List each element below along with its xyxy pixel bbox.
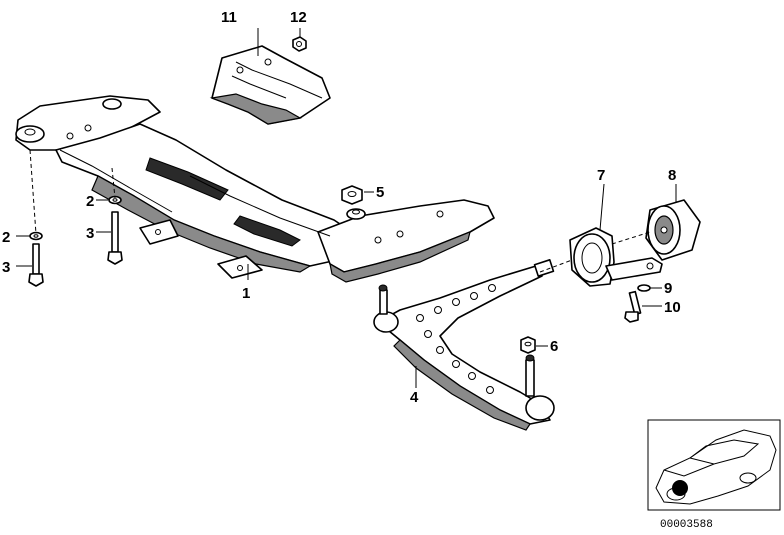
callout-8: 8 <box>668 167 676 184</box>
callout-1: 1 <box>242 285 250 302</box>
part-3-bolt-left <box>28 243 44 287</box>
callout-7: 7 <box>597 167 605 184</box>
assembly-line-bushing <box>611 231 651 245</box>
reference-number: 00003588 <box>660 519 713 531</box>
callout-3-center: 3 <box>86 225 94 242</box>
part-8-bushing <box>645 199 701 261</box>
location-marker <box>672 480 688 496</box>
leader-lines <box>16 28 677 388</box>
part-2-washer-left <box>29 231 43 241</box>
callout-11: 11 <box>221 9 237 26</box>
part-6-nut <box>520 336 536 354</box>
part-3-bolt-center <box>107 211 123 265</box>
callout-12: 12 <box>290 9 307 26</box>
part-10-bolt <box>624 290 642 323</box>
callout-5: 5 <box>376 184 384 201</box>
part-11-heat-shield <box>209 45 331 125</box>
part-9-washer <box>637 284 651 292</box>
callout-10: 10 <box>664 299 681 316</box>
callout-9: 9 <box>664 280 672 297</box>
callout-6: 6 <box>550 338 558 355</box>
callout-4: 4 <box>410 389 419 406</box>
callout-2-left: 2 <box>2 229 10 246</box>
part-4-control-arm <box>373 259 555 431</box>
callout-3-left: 3 <box>2 259 10 276</box>
part-5-nut <box>341 185 363 205</box>
inset-frame <box>647 419 781 511</box>
vehicle-location-inset: 00003588 <box>647 419 781 531</box>
callout-labels: 11 12 5 7 8 2 3 2 3 9 1 10 6 4 <box>2 9 681 406</box>
assembly-line-left <box>29 149 37 235</box>
part-2-washer-center <box>108 195 122 205</box>
assembly-line-center <box>111 167 116 199</box>
part-1-axle-carrier <box>15 95 495 283</box>
part-12-nut <box>292 36 307 52</box>
assembly-line-arm <box>539 259 573 273</box>
part-7-mount-bracket <box>569 227 663 287</box>
callout-2-center: 2 <box>86 193 94 210</box>
